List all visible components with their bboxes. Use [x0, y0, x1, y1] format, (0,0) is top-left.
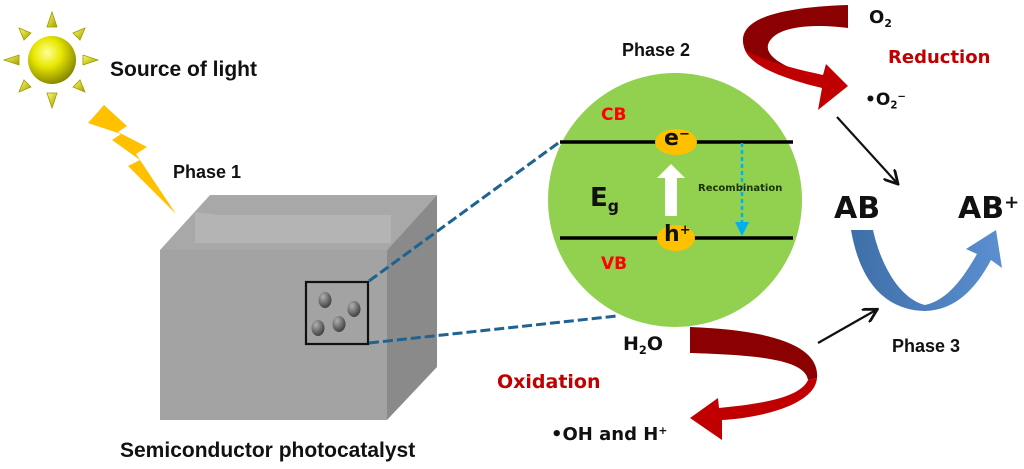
reduction-label: Reduction — [888, 47, 991, 68]
nanoparticle — [332, 316, 346, 332]
pollutant-product-main: AB — [958, 191, 1005, 226]
oxygen-label: O2 — [869, 7, 892, 30]
conduction-band-label: CB — [601, 105, 627, 125]
oxygen-main: O — [869, 7, 885, 28]
water-subscript: 2 — [638, 342, 647, 357]
superoxide-subscript: 2 — [890, 100, 898, 112]
band-gap-label: Eg — [590, 183, 619, 214]
phase-2-label: Phase 2 — [622, 40, 691, 60]
pollutant-transformation-arrow-icon — [851, 230, 1002, 311]
phase-1-label: Phase 1 — [173, 162, 242, 182]
pollutant-reactant-label: AB — [834, 191, 881, 226]
proton-charge: + — [658, 424, 668, 438]
recombination-label: Recombination — [698, 183, 783, 194]
nanoparticle — [318, 292, 332, 308]
recombination-arrow-icon — [735, 143, 749, 236]
oxidation-arrow-icon — [690, 327, 818, 440]
source-of-light-label: Source of light — [110, 58, 257, 81]
reduction-arrow-icon — [742, 5, 848, 110]
sun-icon — [2, 10, 100, 110]
band-gap-main: E — [590, 183, 608, 213]
lightning-icon — [88, 105, 176, 214]
superoxide-to-pollutant-arrow-icon — [836, 116, 897, 183]
superoxide-charge: − — [897, 91, 906, 103]
valence-band-label: VB — [601, 254, 628, 274]
hole-label: h+ — [664, 224, 691, 246]
electron-main: e — [664, 126, 679, 151]
pollutant-product-charge: + — [1004, 192, 1020, 214]
excitation-arrow-icon — [657, 164, 685, 216]
semiconductor-photocatalyst-label: Semiconductor photocatalyst — [120, 439, 416, 462]
water-label: H2O — [623, 333, 663, 357]
water-h: H — [623, 333, 639, 355]
superoxide-main: •O — [865, 90, 891, 110]
electron-label: e− — [664, 128, 690, 150]
superoxide-label: •O2− — [865, 90, 906, 112]
magnified-region — [304, 280, 370, 346]
electron-carrier — [655, 129, 697, 155]
oxidation-label: Oxidation — [497, 371, 601, 393]
zoom-connector-lines — [368, 139, 618, 345]
oxygen-subscript: 2 — [884, 16, 892, 30]
hydroxyl-main: •OH and H — [551, 424, 659, 445]
hydroxyl-radical-label: •OH and H+ — [551, 424, 668, 445]
hole-carrier — [657, 225, 695, 251]
hole-charge: + — [679, 222, 691, 238]
hydroxyl-to-pollutant-arrow-icon — [817, 310, 876, 344]
electron-charge: − — [678, 126, 690, 142]
water-o: O — [646, 333, 663, 355]
semiconductor-cube — [160, 195, 437, 420]
nanoparticle — [347, 301, 361, 317]
band-gap-subscript: g — [607, 197, 619, 216]
hole-main: h — [664, 222, 680, 247]
pollutant-product-label: AB+ — [958, 194, 1019, 224]
phase-3-label: Phase 3 — [892, 336, 961, 356]
nanoparticle — [311, 320, 325, 336]
